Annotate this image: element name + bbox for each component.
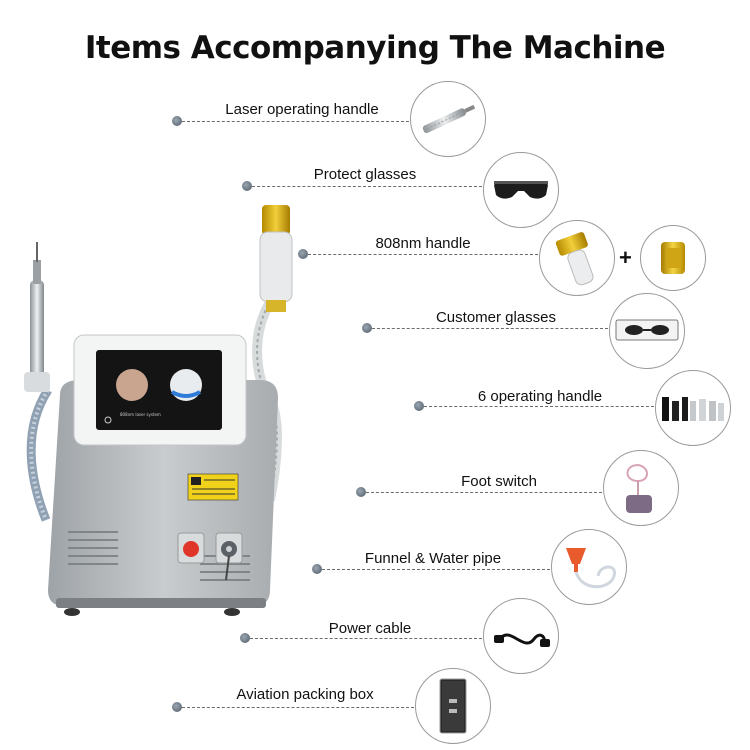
- leader-line: [252, 186, 482, 187]
- bullet-dot: [298, 249, 308, 259]
- leader-line: [366, 492, 602, 493]
- power-cable-icon: [483, 598, 559, 674]
- handle-tip-icon: [640, 225, 706, 291]
- bullet-dot: [240, 633, 250, 643]
- customer-glasses-icon: [609, 293, 685, 369]
- leader-line: [322, 569, 550, 570]
- operating-heads-icon: [655, 370, 731, 446]
- leader-line: [308, 254, 538, 255]
- page-title: Items Accompanying The Machine: [84, 30, 666, 66]
- bullet-dot: [414, 401, 424, 411]
- leader-line: [182, 121, 409, 122]
- bullet-dot: [172, 116, 182, 126]
- aviation-box-icon: [415, 668, 491, 744]
- item-label: Protect glasses: [313, 166, 417, 183]
- leader-line: [182, 707, 414, 708]
- item-label: 6 operating handle: [477, 388, 603, 405]
- item-label: Funnel & Water pipe: [364, 550, 502, 567]
- laser-handle-icon: [410, 81, 486, 157]
- funnel-water-pipe-icon: [551, 529, 627, 605]
- bullet-dot: [172, 702, 182, 712]
- item-label: Foot switch: [461, 473, 537, 490]
- item-label: Customer glasses: [435, 309, 557, 326]
- svg-text:808nm laser system: 808nm laser system: [120, 412, 161, 417]
- bullet-dot: [362, 323, 372, 333]
- item-label: Power cable: [328, 620, 412, 637]
- item-label: Laser operating handle: [225, 101, 379, 118]
- 808nm-handle-icon: [539, 220, 615, 296]
- leader-line: [250, 638, 482, 639]
- bullet-dot: [312, 564, 322, 574]
- protect-glasses-icon: [483, 152, 559, 228]
- leader-line: [372, 328, 608, 329]
- foot-switch-icon: [603, 450, 679, 526]
- bullet-dot: [242, 181, 252, 191]
- plus-sign: +: [619, 245, 632, 270]
- item-label: Aviation packing box: [236, 686, 374, 703]
- item-label: 808nm handle: [375, 235, 471, 252]
- bullet-dot: [356, 487, 366, 497]
- leader-line: [424, 406, 654, 407]
